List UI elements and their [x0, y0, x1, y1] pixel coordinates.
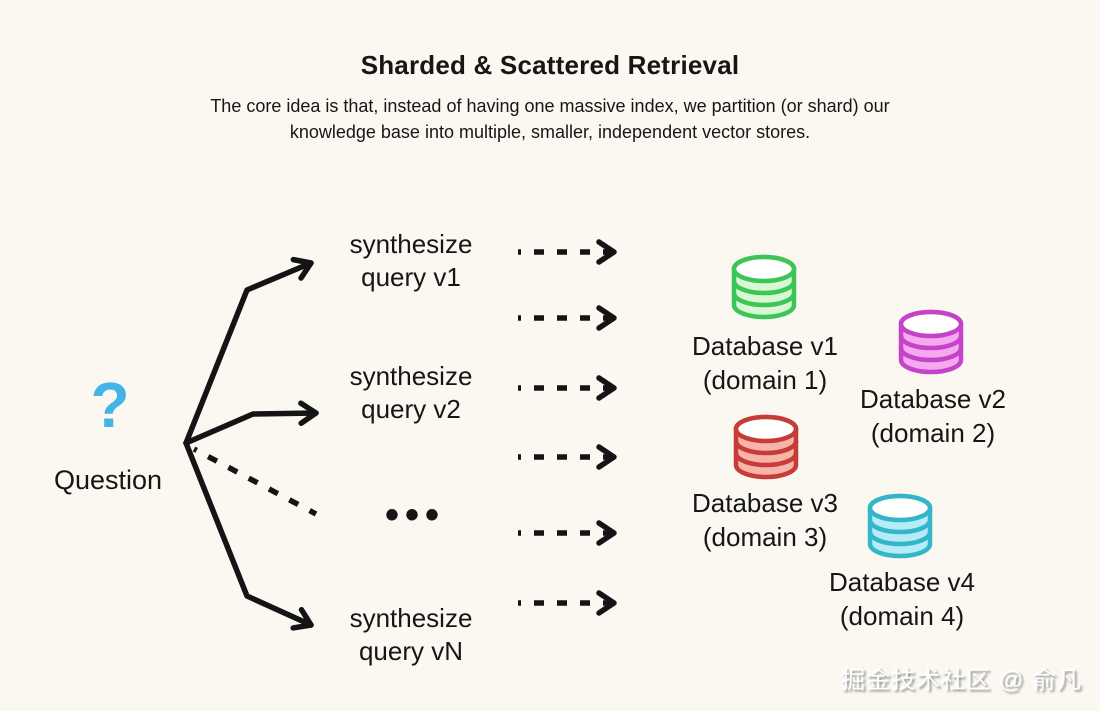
query-node-v2: synthesize query v2 — [321, 360, 501, 426]
database-v3-domain: (domain 3) — [702, 522, 828, 552]
watermark: 掘金技术社区 @ 俞凡 — [841, 667, 1082, 694]
query-node-v1: synthesize query v1 — [321, 228, 501, 294]
query-v1-line2: query v1 — [361, 262, 461, 292]
database-v2-icon — [898, 309, 964, 375]
query-vn-line1: synthesize — [349, 603, 473, 633]
branch-arrow-to-v1 — [183, 256, 314, 446]
database-v3-icon — [733, 414, 799, 480]
database-v4-label: Database v4 (domain 4) — [802, 565, 1002, 633]
subtitle-line-1: The core idea is that, instead of having… — [210, 96, 890, 116]
query-v2-line1: synthesize — [349, 361, 473, 391]
branch-arrow-to-vn — [183, 440, 314, 631]
query-vn-line2: query vN — [358, 636, 464, 666]
database-v1-label: Database v1 (domain 1) — [665, 329, 865, 397]
database-v4-domain: (domain 4) — [839, 601, 965, 631]
database-v1-domain: (domain 1) — [702, 365, 828, 395]
database-v2-name: Database v2 — [860, 384, 1006, 414]
database-v2-label: Database v2 (domain 2) — [833, 382, 1033, 450]
question-mark-icon: ? — [90, 369, 130, 441]
branch-dashed-line-to-ellipsis — [192, 446, 318, 517]
database-v1-icon — [731, 254, 797, 320]
database-v3-name: Database v3 — [692, 488, 838, 518]
query-v2-line2: query v2 — [361, 394, 461, 424]
database-v2-domain: (domain 2) — [870, 418, 996, 448]
query-node-vn: synthesize query vN — [321, 602, 501, 668]
ellipsis-dots: ••• — [384, 493, 445, 537]
branch-arrow-to-v2 — [183, 400, 319, 446]
page-title: Sharded & Scattered Retrieval — [360, 50, 740, 80]
query-v1-line1: synthesize — [349, 229, 473, 259]
subtitle-line-2: knowledge base into multiple, smaller, i… — [289, 122, 811, 142]
database-v4-name: Database v4 — [829, 567, 975, 597]
database-v4-icon — [867, 493, 933, 559]
page-subtitle: The core idea is that, instead of having… — [0, 93, 1100, 145]
database-v1-name: Database v1 — [692, 331, 838, 361]
database-v3-label: Database v3 (domain 3) — [665, 486, 865, 554]
question-label: Question — [53, 465, 163, 495]
